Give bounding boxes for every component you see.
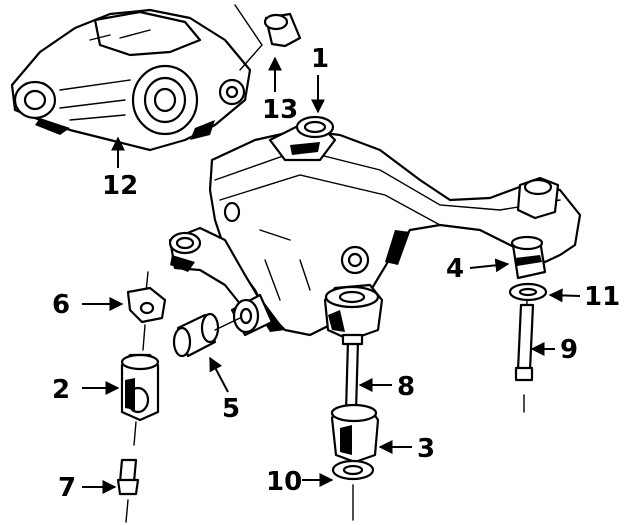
callout-8: 8 bbox=[397, 372, 415, 402]
callout-7: 7 bbox=[58, 473, 76, 503]
callout-9: 9 bbox=[560, 335, 578, 365]
callout-5: 5 bbox=[222, 394, 240, 424]
bolt-9 bbox=[514, 299, 535, 413]
callout-4: 4 bbox=[446, 254, 464, 284]
bushing-5 bbox=[172, 293, 274, 358]
rear-subframe bbox=[208, 115, 582, 337]
leader-4 bbox=[469, 258, 510, 273]
leader-5 bbox=[209, 356, 229, 393]
washer-11 bbox=[508, 282, 548, 302]
callout-6: 6 bbox=[52, 290, 70, 320]
callout-1: 1 bbox=[311, 44, 329, 74]
center-mount-upper bbox=[323, 283, 384, 342]
differential-housing bbox=[10, 8, 252, 152]
bolt-8 bbox=[341, 333, 364, 414]
washer-10 bbox=[331, 459, 375, 521]
callout-3: 3 bbox=[417, 434, 435, 464]
callout-11: 11 bbox=[584, 282, 620, 312]
right-mount-bushing-4 bbox=[510, 235, 547, 280]
leader-11 bbox=[548, 288, 581, 303]
bushing-3 bbox=[330, 403, 380, 464]
bolt-7 bbox=[116, 458, 140, 523]
callout-10: 10 bbox=[266, 467, 302, 497]
bushing-13 bbox=[234, 4, 302, 71]
callout-13: 13 bbox=[262, 95, 298, 125]
leader-lines bbox=[82, 56, 581, 494]
subframe-left-arm bbox=[168, 226, 262, 312]
callout-labels: 1 2 3 4 5 6 7 8 9 10 11 12 13 bbox=[52, 44, 620, 503]
callout-12: 12 bbox=[102, 171, 138, 201]
bushing-2 bbox=[120, 353, 160, 446]
callout-2: 2 bbox=[52, 375, 70, 405]
clip-6 bbox=[126, 271, 167, 351]
